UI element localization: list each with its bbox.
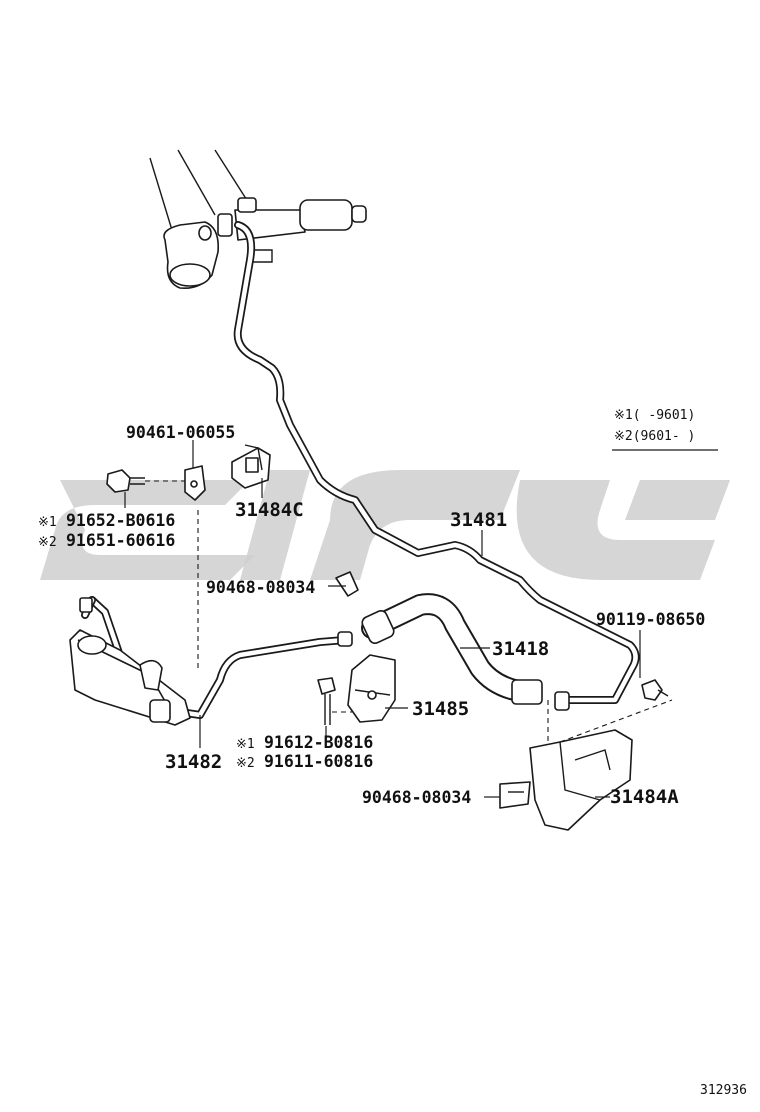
label-90468-08034-upper: 90468-08034 — [206, 578, 315, 597]
bracket-31484a — [529, 699, 673, 831]
label-90461-06055: 90461-06055 — [126, 423, 235, 442]
legend-line-1: ※1( -9601) — [614, 408, 695, 423]
label-91651-60616: 91651-60616 — [66, 531, 175, 550]
label-31484a: 31484A — [610, 786, 679, 808]
marker-2-upper: ※2 — [38, 535, 57, 550]
marker-2-lower: ※2 — [236, 756, 255, 771]
leader-lines — [124, 440, 718, 798]
label-90119-08650: 90119-08650 — [596, 610, 705, 629]
label-31485: 31485 — [412, 698, 469, 720]
bracket-31485 — [347, 654, 396, 723]
hose-31418 — [337, 593, 570, 711]
label-31484c: 31484C — [235, 499, 304, 521]
label-91611-60816: 91611-60816 — [264, 752, 373, 771]
label-91652-b0616: 91652-B0616 — [66, 511, 175, 530]
clip-90468-lower — [499, 781, 531, 809]
label-31482: 31482 — [165, 751, 222, 773]
pipe-31481 — [233, 221, 640, 704]
label-90468-08034-lower: 90468-08034 — [362, 788, 471, 807]
figure-id: 312936 — [700, 1083, 747, 1098]
bracket-31484c — [231, 444, 271, 489]
legend-line-2: ※2(9601- ) — [614, 429, 695, 444]
watermark-logo — [40, 470, 730, 580]
bolt-91652 — [106, 469, 185, 493]
label-91612-b0816: 91612-B0816 — [264, 733, 373, 752]
marker-1-lower: ※1 — [236, 737, 255, 752]
bolt-90119 — [641, 679, 669, 701]
clip-90468-upper — [335, 571, 359, 597]
marker-1-upper: ※1 — [38, 515, 57, 530]
clutch-master-cylinder — [149, 149, 367, 290]
clip-90461 — [184, 465, 206, 501]
release-cylinder — [69, 597, 191, 726]
label-31418: 31418 — [492, 638, 549, 660]
label-31481: 31481 — [450, 509, 507, 531]
bolt-91612 — [317, 677, 352, 725]
